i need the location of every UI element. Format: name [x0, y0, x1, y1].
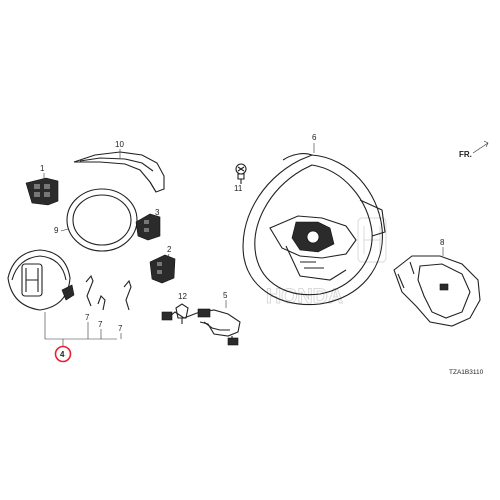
callout-1: 1 — [40, 164, 45, 173]
callout-3: 3 — [155, 208, 160, 217]
callout-9: 9 — [54, 226, 59, 235]
upper-garnish-icon — [73, 151, 165, 193]
diagram-code: TZA1B3110 — [449, 369, 484, 376]
leader-9 — [60, 228, 69, 232]
callout-11: 11 — [234, 184, 243, 193]
front-direction-indicator: FR. — [459, 140, 489, 159]
direction-arrow-icon — [472, 140, 489, 154]
spring-clip-icon — [85, 274, 132, 311]
callout-7b: 7 — [98, 320, 103, 329]
leader-2 — [167, 253, 170, 259]
callout-12: 12 — [178, 292, 187, 301]
wire-harness-icon — [161, 308, 241, 346]
callout-4: 4 — [60, 350, 65, 359]
left-switch-icon — [25, 177, 59, 206]
direction-label: FR. — [459, 150, 472, 159]
trim-ring-icon — [66, 188, 138, 252]
callout-2: 2 — [167, 245, 172, 254]
lower-cover-icon — [393, 255, 481, 327]
right-switch-upper-icon — [135, 213, 161, 241]
right-switch-lower-icon — [149, 254, 176, 284]
bolt-icon — [235, 163, 247, 184]
leader-7 — [87, 322, 122, 339]
callout-7a: 7 — [85, 313, 90, 322]
leader-3 — [153, 215, 157, 219]
callout-8: 8 — [440, 238, 445, 247]
callout-10: 10 — [115, 140, 124, 149]
steering-wheel-icon — [242, 153, 386, 306]
driver-airbag-icon — [7, 249, 75, 311]
callout-4-highlight — [54, 345, 72, 363]
callout-7c: 7 — [118, 324, 123, 333]
callout-5: 5 — [223, 291, 228, 300]
leader-4 — [44, 312, 117, 340]
callout-6: 6 — [312, 133, 317, 142]
clip-icon — [175, 303, 189, 324]
